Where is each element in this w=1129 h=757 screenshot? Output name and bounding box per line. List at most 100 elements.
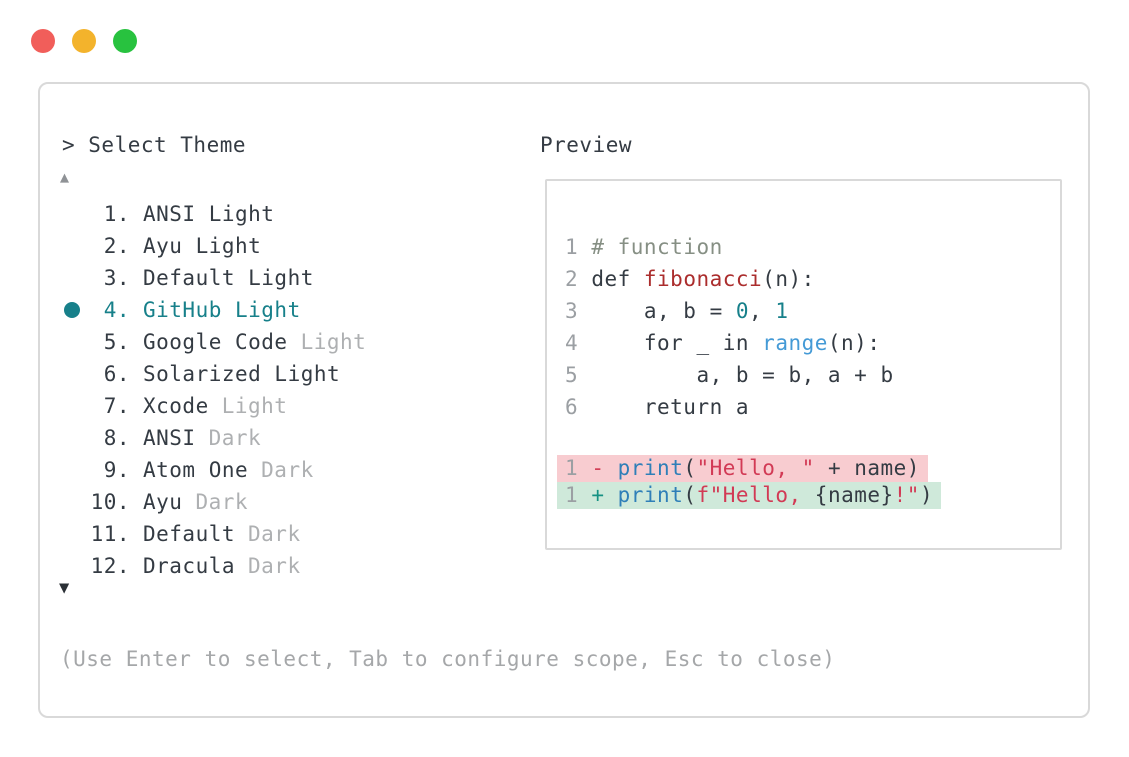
selected-bullet-icon bbox=[64, 302, 80, 318]
theme-name: Google Code bbox=[143, 330, 288, 354]
token-plain: + name) bbox=[814, 456, 920, 480]
token-func: fibonacci bbox=[643, 267, 763, 291]
theme-number: 1. bbox=[103, 202, 130, 226]
zoom-button[interactable] bbox=[113, 29, 137, 53]
token-plain: return a bbox=[578, 395, 750, 419]
token-plain: a, b = b, a + b bbox=[578, 363, 894, 387]
theme-number: 4. bbox=[103, 298, 130, 322]
token-plain bbox=[578, 267, 591, 291]
theme-name: Solarized Light bbox=[143, 362, 341, 386]
theme-picker-window: > Select Theme Preview ▲ 1. ANSI Light 2. A… bbox=[38, 82, 1090, 718]
token-lineno: 5 bbox=[565, 363, 579, 387]
scroll-up-icon[interactable]: ▲ bbox=[60, 168, 70, 186]
theme-number: 5. bbox=[103, 330, 130, 354]
token-lineno: 4 bbox=[565, 331, 579, 355]
theme-list-item[interactable]: 4. GitHub Light bbox=[40, 294, 520, 326]
token-string: "Hello, " bbox=[696, 456, 815, 480]
theme-list-item[interactable]: 11. Default Dark bbox=[40, 518, 520, 550]
theme-variant-label: Light bbox=[300, 330, 367, 354]
code-line: 5 a, b = b, a + b bbox=[565, 359, 941, 391]
theme-name: ANSI bbox=[143, 426, 196, 450]
theme-list-item[interactable]: 1. ANSI Light bbox=[40, 198, 520, 230]
token-string: f"Hello, bbox=[696, 483, 815, 507]
token-string: !" bbox=[893, 483, 920, 507]
theme-name: Default bbox=[143, 522, 236, 546]
theme-number: 10. bbox=[90, 490, 130, 514]
token-plain: for _ in bbox=[578, 331, 763, 355]
code-line: 2 def fibonacci(n): bbox=[565, 263, 941, 295]
theme-variant-label: Dark bbox=[208, 426, 262, 450]
token-plain bbox=[604, 483, 617, 507]
theme-variant-label: Dark bbox=[248, 554, 301, 578]
code-line: 6 return a bbox=[565, 391, 941, 423]
theme-variant-label: Dark bbox=[261, 458, 314, 482]
token-lineno: 1 bbox=[565, 483, 579, 507]
token-plus: + bbox=[591, 483, 605, 507]
token-number: 0 bbox=[735, 299, 750, 323]
code-line: 3 a, b = 0, 1 bbox=[565, 295, 941, 327]
theme-list-item[interactable]: 2. Ayu Light bbox=[40, 230, 520, 262]
window-controls bbox=[31, 29, 137, 53]
theme-number: 9. bbox=[103, 458, 130, 482]
token-lineno: 1 bbox=[565, 456, 579, 480]
keyboard-hint: (Use Enter to select, Tab to configure s… bbox=[60, 647, 836, 671]
token-lineno: 6 bbox=[565, 395, 579, 419]
theme-list-item[interactable]: 10. Ayu Dark bbox=[40, 486, 520, 518]
diff-removed-line: 1 - print("Hello, " + name) bbox=[557, 455, 941, 482]
token-plain: a, b = bbox=[578, 299, 736, 323]
token-comment: # function bbox=[591, 235, 723, 259]
scroll-down-icon[interactable]: ▼ bbox=[59, 578, 70, 598]
theme-name: Default Light bbox=[143, 266, 314, 290]
code-line: 4 for _ in range(n): bbox=[565, 327, 941, 359]
theme-number: 8. bbox=[103, 426, 130, 450]
theme-list-item[interactable]: 9. Atom One Dark bbox=[40, 454, 520, 486]
preview-title: Preview bbox=[540, 133, 633, 157]
theme-name: Ayu Light bbox=[143, 234, 262, 258]
token-lineno: 2 bbox=[565, 267, 579, 291]
token-plain bbox=[578, 235, 591, 259]
theme-number: 12. bbox=[90, 554, 130, 578]
code-line bbox=[565, 423, 941, 455]
theme-list-item[interactable]: 3. Default Light bbox=[40, 262, 520, 294]
theme-variant-label: Dark bbox=[248, 522, 301, 546]
theme-name: Ayu bbox=[143, 490, 183, 514]
token-builtin: range bbox=[762, 331, 828, 355]
token-plain: ( bbox=[683, 483, 697, 507]
theme-variant-label: Dark bbox=[195, 490, 249, 514]
minimize-button[interactable] bbox=[72, 29, 96, 53]
theme-number: 11. bbox=[90, 522, 130, 546]
select-theme-prompt: > Select Theme bbox=[62, 133, 247, 157]
code-line: 1 # function bbox=[565, 231, 941, 263]
theme-variant-label: Light bbox=[221, 394, 288, 418]
diff-added-highlight: 1 + print(f"Hello, {name}!") bbox=[557, 482, 942, 509]
close-button[interactable] bbox=[31, 29, 55, 53]
theme-name: GitHub Light bbox=[143, 298, 301, 322]
theme-number: 2. bbox=[103, 234, 130, 258]
token-plain: (n): bbox=[762, 267, 815, 291]
token-number: 1 bbox=[775, 299, 789, 323]
diff-removed-highlight: 1 - print("Hello, " + name) bbox=[557, 455, 928, 482]
theme-name: Xcode bbox=[143, 394, 209, 418]
token-print: print bbox=[617, 456, 684, 480]
token-lineno: 3 bbox=[565, 299, 579, 323]
token-print: print bbox=[617, 483, 684, 507]
token-plain bbox=[604, 456, 617, 480]
theme-name: Atom One bbox=[143, 458, 249, 482]
theme-list-item[interactable]: 12. Dracula Dark bbox=[40, 550, 520, 582]
token-plain: , bbox=[749, 299, 776, 323]
theme-name: Dracula bbox=[143, 554, 236, 578]
theme-number: 3. bbox=[103, 266, 130, 290]
theme-list-item[interactable]: 5. Google Code Light bbox=[40, 326, 520, 358]
diff-added-line: 1 + print(f"Hello, {name}!") bbox=[557, 482, 942, 509]
token-minus: - bbox=[591, 456, 605, 480]
theme-list-item[interactable]: 8. ANSI Dark bbox=[40, 422, 520, 454]
token-plain bbox=[578, 483, 591, 507]
token-lineno: 1 bbox=[565, 235, 579, 259]
token-plain: def bbox=[591, 267, 644, 291]
theme-list: 1. ANSI Light 2. Ayu Light 3. Default Light 4.… bbox=[40, 198, 520, 582]
theme-name: ANSI Light bbox=[143, 202, 275, 226]
theme-list-item[interactable]: 6.Solarized Light bbox=[40, 358, 520, 390]
